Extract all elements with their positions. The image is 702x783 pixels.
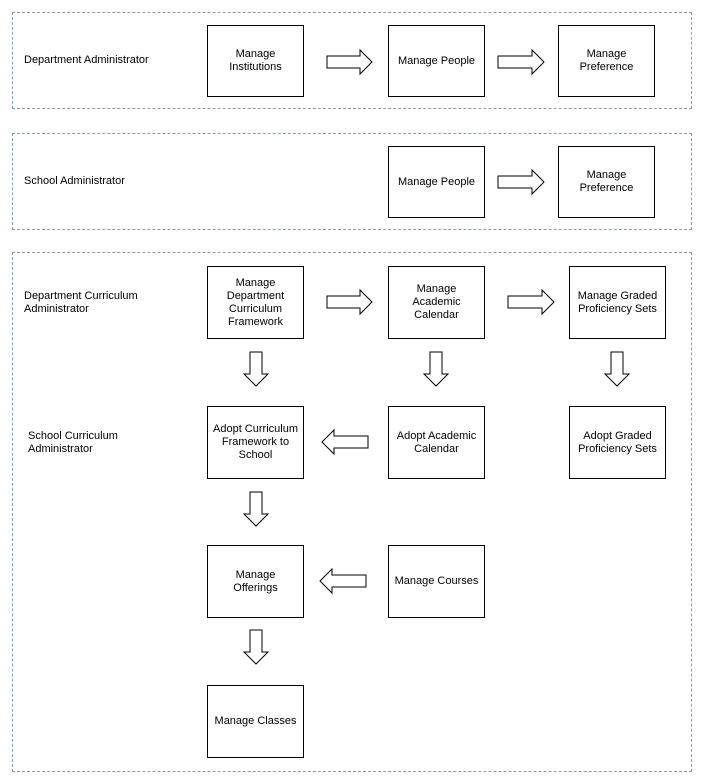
manage-classes-box: Manage Classes [207,685,304,758]
manage-classes-text: Manage Classes [214,715,297,727]
dept-manage-preference-text: Manage Preference [579,48,634,73]
manage-institutions-text: Manage Institutions [229,48,282,73]
adopt-framework-text: Adopt Curriculum Framework to School [213,423,298,461]
manage-framework-box: Manage Department Curriculum Framework [207,266,304,339]
manage-calendar-text: Manage Academic Calendar [412,283,461,321]
dept-manage-people-box: Manage People [388,25,485,97]
adopt-framework-box: Adopt Curriculum Framework to School [207,406,304,479]
department-admin-panel [12,12,692,109]
school-manage-preference-text: Manage Preference [579,169,634,194]
school-manage-people-text: Manage People [397,175,476,188]
manage-offerings-box: Manage Offerings [207,545,304,618]
adopt-calendar-box: Adopt Academic Calendar [388,406,485,479]
manage-proficiency-text: Manage Graded Proficiency Sets [577,289,658,315]
manage-offerings-text: Manage Offerings [233,568,278,594]
school-admin-label: School Administrator [24,175,125,187]
school-manage-preference-box: Manage Preference [558,146,655,218]
curriculum-admin-panel [12,252,692,772]
dept-manage-preference-box: Manage Preference [558,25,655,97]
department-admin-label: Department Administrator [24,54,149,66]
manage-courses-box: Manage Courses [388,545,485,618]
adopt-proficiency-text: Adopt Graded Proficiency Sets [578,429,657,455]
manage-calendar-box: Manage Academic Calendar [388,266,485,339]
manage-framework-text: Manage Department Curriculum Framework [226,276,285,328]
adopt-proficiency-box: Adopt Graded Proficiency Sets [569,406,666,479]
school-manage-people-box: Manage People [388,146,485,218]
manage-courses-text: Manage Courses [394,575,479,587]
manage-institutions-box: Manage Institutions [207,25,304,97]
department-curriculum-admin-label: Department Curriculum Administrator [24,290,138,315]
manage-proficiency-box: Manage Graded Proficiency Sets [569,266,666,339]
adopt-calendar-text: Adopt Academic Calendar [396,429,477,455]
dept-manage-people-text: Manage People [397,54,476,67]
school-admin-panel [12,133,692,230]
school-curriculum-admin-label: School Curriculum Administrator [28,430,118,455]
